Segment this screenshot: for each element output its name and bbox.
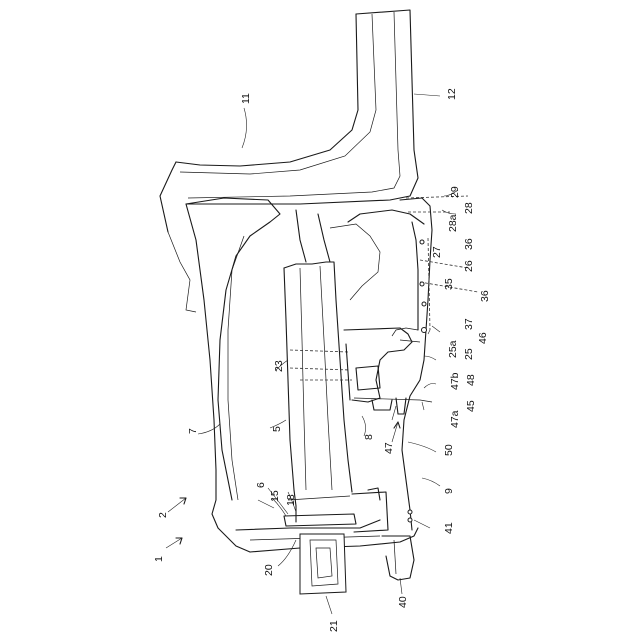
label-9: 9: [443, 488, 455, 494]
label-36b: 36: [479, 290, 491, 302]
label-18: 18: [285, 494, 297, 506]
label-8: 8: [363, 434, 375, 440]
label-21: 21: [328, 620, 340, 632]
label-15: 15: [269, 490, 281, 502]
fasteners: [408, 240, 427, 522]
label-47: 47: [383, 442, 395, 454]
label-50: 50: [443, 444, 455, 456]
direction-arrows: [166, 326, 440, 548]
label-2: 2: [157, 512, 169, 518]
label-41: 41: [443, 522, 455, 534]
bracket-assembly: [344, 328, 432, 414]
label-11: 11: [240, 93, 252, 104]
label-40: 40: [397, 596, 409, 608]
label-5: 5: [271, 426, 283, 432]
label-25a: 25a: [447, 340, 459, 358]
label-23: 23: [273, 360, 285, 372]
label-47b: 47b: [449, 372, 461, 390]
label-28: 28: [463, 202, 475, 214]
inner-panel: [392, 198, 432, 530]
label-1: 1: [153, 556, 165, 562]
label-12: 12: [446, 88, 458, 100]
label-26: 26: [463, 260, 475, 272]
label-29: 29: [449, 186, 461, 198]
label-25: 25: [463, 348, 475, 360]
label-7: 7: [187, 428, 199, 434]
label-48: 48: [465, 374, 477, 386]
label-28a: 28a: [447, 214, 459, 232]
label-27: 27: [431, 246, 443, 258]
label-6: 6: [255, 482, 267, 488]
box-member: [300, 534, 346, 594]
label-37: 37: [463, 318, 475, 330]
label-35: 35: [443, 278, 455, 290]
label-20: 20: [263, 564, 275, 576]
label-47a: 47a: [449, 410, 461, 428]
joint-plates: [284, 488, 388, 532]
label-45: 45: [465, 400, 477, 412]
label-36a: 36: [463, 238, 475, 250]
label-46: 46: [477, 332, 489, 344]
outer-panel: [186, 198, 280, 552]
